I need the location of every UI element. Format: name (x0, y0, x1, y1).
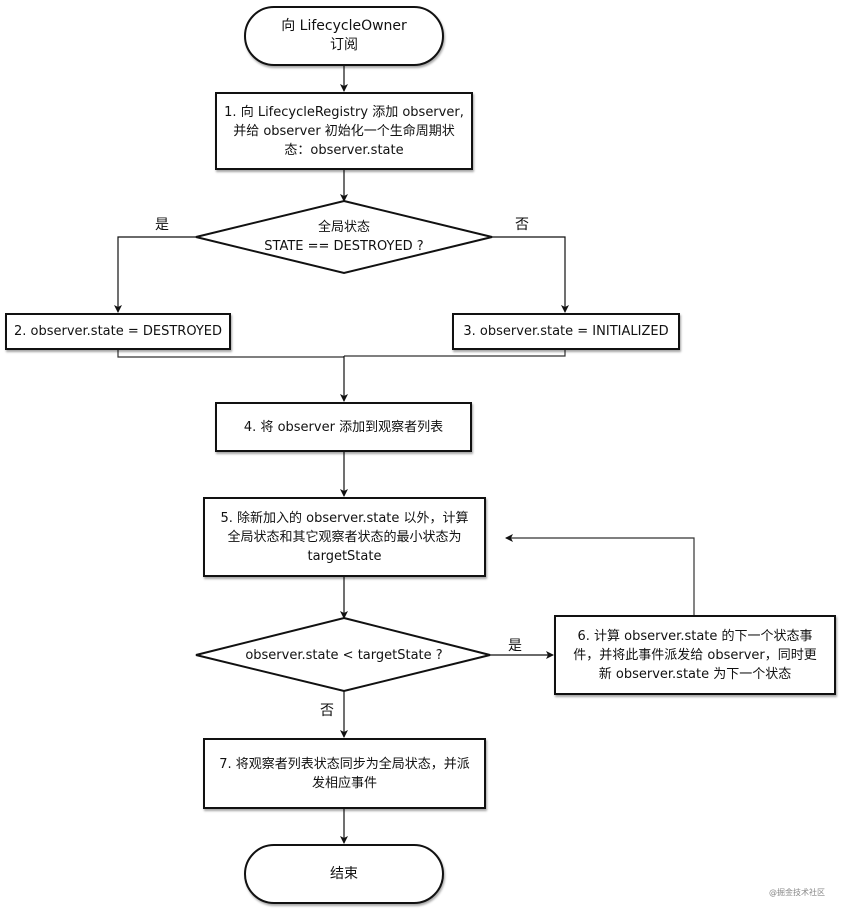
step6-line-3: 新 observer.state 为下一个状态 (598, 666, 792, 682)
step1-box: 1. 向 LifecycleRegistry 添加 observer, 并给 o… (215, 92, 473, 170)
decision1-line-1: 全局状态 (317, 220, 370, 235)
step2-line-1: 2. observer.state = DESTROYED (13, 324, 223, 339)
step3-line-1: 3. observer.state = INITIALIZED (463, 324, 669, 339)
end-terminal: 结束 (244, 844, 444, 904)
step2-box: 2. observer.state = DESTROYED (5, 313, 231, 350)
watermark: @掘金技术社区 (769, 888, 825, 897)
edge-step6-loop-step5 (505, 534, 695, 615)
decision1-no-label: 否 (515, 217, 529, 233)
end-line-1: 结束 (330, 865, 358, 882)
decision1-label: 全局状态 STATE == DESTROYED ? (230, 217, 458, 257)
step5-line-1: 5. 除新加入的 observer.state 以外，计算 (220, 510, 469, 526)
step3-box: 3. observer.state = INITIALIZED (452, 313, 680, 350)
edge-decision1-no (492, 236, 569, 313)
step1-line-2: 并给 observer 初始化一个生命周期状 (233, 123, 455, 139)
edge-decision1-yes (114, 236, 196, 313)
step7-line-2: 发相应事件 (311, 775, 377, 791)
step5-line-2: 全局状态和其它观察者状态的最小状态为 (227, 529, 462, 545)
step5-box: 5. 除新加入的 observer.state 以外，计算 全局状态和其它观察者… (203, 497, 486, 577)
step6-box: 6. 计算 observer.state 的下一个状态事 件，并将此事件派发给 … (554, 615, 836, 695)
start-line-2: 订阅 (330, 37, 358, 53)
step6-line-1: 6. 计算 observer.state 的下一个状态事 (577, 628, 813, 644)
step1-line-1: 1. 向 LifecycleRegistry 添加 observer, (224, 104, 464, 120)
step7-line-1: 7. 将观察者列表状态同步为全局状态，并派 (219, 756, 470, 772)
start-terminal: 向 LifecycleOwner 订阅 (244, 6, 444, 66)
step6-line-2: 件，并将此事件派发给 observer，同时更 (573, 647, 817, 663)
edge-step2-merge (117, 349, 344, 358)
decision2-line-1: observer.state < targetState ? (245, 647, 443, 663)
decision2-label: observer.state < targetState ? (230, 645, 458, 665)
step7-box: 7. 将观察者列表状态同步为全局状态，并派 发相应事件 (203, 738, 486, 809)
edge-step3-merge (344, 349, 566, 357)
decision1-yes-label: 是 (155, 217, 169, 233)
decision2-yes-label: 是 (508, 638, 522, 654)
step5-line-3: targetState (307, 548, 382, 564)
start-line-1: 向 LifecycleOwner (281, 18, 407, 34)
step1-line-3: 态：observer.state (284, 142, 404, 158)
step4-line-1: 4. 将 observer 添加到观察者列表 (243, 419, 444, 435)
decision1-line-2: STATE == DESTROYED ? (264, 239, 424, 254)
decision1-diamond (195, 199, 493, 275)
step4-box: 4. 将 observer 添加到观察者列表 (215, 402, 472, 452)
decision2-no-label: 否 (320, 703, 334, 719)
